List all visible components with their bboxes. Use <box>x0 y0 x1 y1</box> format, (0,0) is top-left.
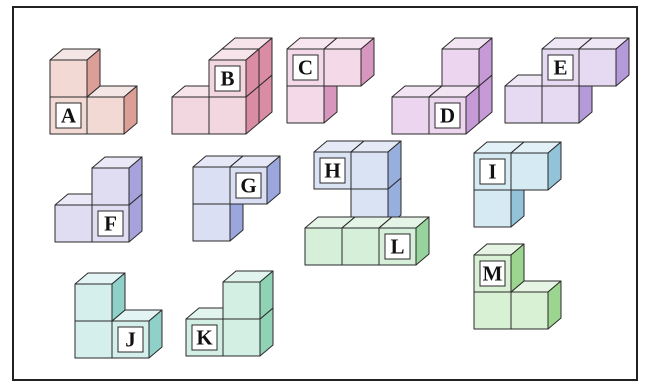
figure-a: A <box>49 48 138 135</box>
cube <box>323 37 375 87</box>
cube-front-face <box>578 48 617 87</box>
figure-label: E <box>553 56 567 80</box>
cube-front-face <box>86 96 125 135</box>
cube-front-face <box>341 227 380 266</box>
figure-c: C <box>286 37 375 124</box>
figure-j: J <box>74 272 163 359</box>
cube <box>49 48 101 98</box>
cube-front-face <box>391 96 430 135</box>
figure-m: M <box>473 243 562 330</box>
cube-front-face <box>49 59 88 98</box>
cube-front-face <box>541 85 580 124</box>
cube-front-face <box>74 283 113 322</box>
cube-front-face <box>286 85 325 124</box>
cube <box>441 37 493 87</box>
label-box <box>319 157 346 184</box>
figure-d: D <box>391 37 493 135</box>
cube-front-face <box>510 291 549 330</box>
label-box <box>384 233 411 260</box>
cube-front-face <box>510 152 549 191</box>
figure-k: K <box>185 270 274 357</box>
label-box <box>117 326 144 353</box>
cube <box>86 85 138 135</box>
figure-label: B <box>220 67 234 91</box>
cube-front-face <box>323 48 362 87</box>
cube-front-face <box>74 320 113 359</box>
figure-label: I <box>488 160 496 184</box>
figure-label: A <box>61 104 77 128</box>
cube-front-face <box>54 204 93 243</box>
figure-label: L <box>390 235 404 259</box>
figure-g: G <box>192 155 281 242</box>
label-box <box>191 324 218 351</box>
figure-label: D <box>440 104 455 128</box>
figure-label: C <box>298 56 313 80</box>
cube <box>91 156 143 206</box>
cube-front-face <box>192 203 231 242</box>
cube-front-face <box>504 85 543 124</box>
cube <box>222 270 274 320</box>
figure-i: I <box>473 141 562 228</box>
label-box <box>434 102 461 129</box>
cube-front-face <box>91 167 130 206</box>
label-box <box>547 54 574 81</box>
figure-label: F <box>104 212 117 236</box>
cube-front-face <box>208 96 247 135</box>
cube <box>578 37 630 87</box>
cube-front-face <box>222 281 261 320</box>
figure-label: H <box>324 159 340 183</box>
figure-label: J <box>125 328 136 352</box>
figure-label: M <box>483 262 503 286</box>
cube-front-face <box>350 151 389 190</box>
label-box <box>479 260 506 287</box>
cube-front-face <box>473 291 512 330</box>
cube-front-face <box>192 166 231 205</box>
figure-b: B <box>171 37 273 135</box>
cube-front-face <box>171 96 210 135</box>
figure-e: E <box>504 37 630 124</box>
cube-front-face <box>304 227 343 266</box>
label-box <box>479 158 506 185</box>
label-box <box>214 65 241 92</box>
figure-label: K <box>196 326 213 350</box>
cube-front-face <box>441 48 480 87</box>
cube <box>510 280 562 330</box>
cube <box>350 140 402 190</box>
figure-l: L <box>304 216 430 266</box>
figure-f: F <box>54 156 143 243</box>
cube-front-face <box>473 189 512 228</box>
cube-front-face <box>222 318 261 357</box>
cube <box>74 272 126 322</box>
figure-h: H <box>313 140 402 227</box>
label-box <box>292 54 319 81</box>
label-box <box>55 102 82 129</box>
figure-label: G <box>240 174 256 198</box>
cube <box>510 141 562 191</box>
label-box <box>235 172 262 199</box>
label-box <box>97 210 124 237</box>
